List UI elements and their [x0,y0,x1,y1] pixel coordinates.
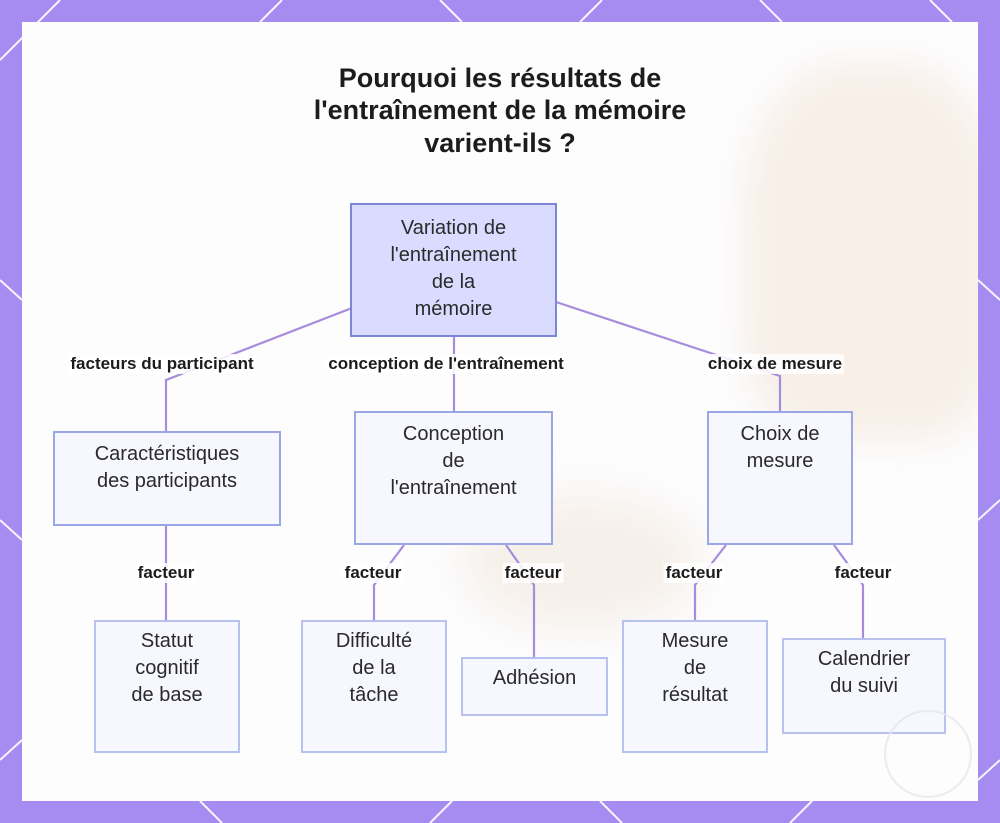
edge-label-factor-statut: facteur [135,563,197,583]
edge-conception-adhesion [505,544,536,657]
edge-label-factor-resultat: facteur [663,563,725,583]
node-root: Variation de l'entraînement de la mémoir… [350,203,557,337]
edge-mesure-calendrier [833,544,865,638]
edge-label-measure-choice: choix de mesure [705,354,845,374]
watermark-seal-icon [884,710,972,798]
edge-mesure-resultat [693,544,727,620]
node-statut: Statut cognitif de base [94,620,240,753]
node-conception: Conception de l'entraînement [354,411,553,545]
node-adhesion: Adhésion [461,657,608,716]
node-mesure: Choix de mesure [707,411,853,545]
node-difficulte: Difficulté de la tâche [301,620,447,753]
edge-label-factor-difficulte: facteur [342,563,404,583]
node-participants: Caractéristiques des participants [53,431,281,526]
background-photo-shape [742,62,978,442]
edge-label-participant-factors: facteurs du participant [68,354,256,374]
edge-root-mesure [555,300,782,412]
node-resultat: Mesure de résultat [622,620,768,753]
edge-label-training-design: conception de l'entraînement [326,354,566,374]
edge-label-factor-adhesion: facteur [502,563,564,583]
edge-root-participants [164,306,353,432]
edge-conception-difficulte [372,544,405,620]
edge-label-factor-calendrier: facteur [832,563,894,583]
diagram-title: Pourquoi les résultats de l'entraînement… [313,63,687,158]
